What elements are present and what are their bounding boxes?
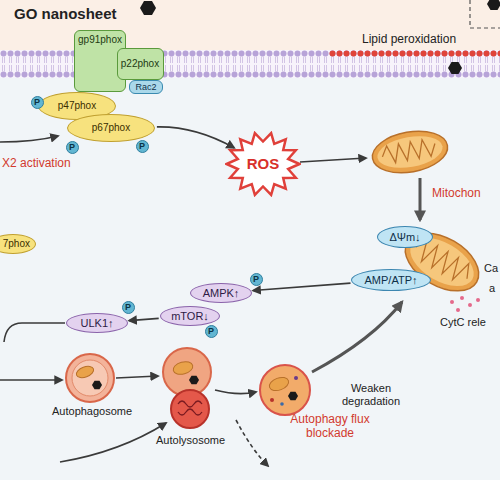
pathway-arrow — [157, 127, 234, 148]
pathway-arrow — [236, 420, 268, 466]
process-label: Lipid peroxidation — [360, 32, 458, 46]
background — [0, 78, 500, 480]
cytochrome-c-dots — [450, 300, 454, 304]
node-text: AMP/ATP↑ — [365, 274, 418, 287]
pathway-arrow — [4, 323, 65, 342]
node-text: P — [139, 141, 145, 151]
organelle-label: Mitochon — [432, 186, 481, 200]
go-nanosheet-icon — [448, 62, 462, 74]
protein-ellipse: 7phox — [0, 234, 36, 254]
cell-membrane — [329, 50, 500, 58]
blocked-autolysosome-icon — [294, 376, 298, 380]
autophagosome-icon — [66, 354, 114, 402]
node-text: Rac2 — [135, 82, 156, 92]
blocked-autolysosome-icon — [280, 402, 284, 406]
cytochrome-c-dots — [450, 296, 480, 312]
autolysosome-icon — [163, 348, 211, 428]
pathway-arrow — [215, 390, 256, 394]
pathway-arrow — [253, 283, 350, 290]
node-text: P — [34, 97, 40, 107]
blocked-autolysosome-icon — [288, 392, 298, 401]
phospho-marker: P — [250, 273, 263, 286]
node-text: P — [253, 274, 259, 284]
state-ellipse: ΔΨm↓ — [377, 226, 433, 248]
blocked-autolysosome-icon — [260, 365, 310, 415]
pathway-arrow — [300, 158, 366, 162]
protein-box: Rac2 — [129, 80, 163, 94]
node-text: p22phox — [121, 58, 159, 70]
autophagosome-icon — [72, 360, 108, 396]
structure-label: Autophagosome — [52, 405, 132, 418]
pathway-arrow — [129, 318, 159, 320]
thick-arrow — [312, 302, 402, 372]
autophagosome-icon — [75, 364, 95, 380]
go-nanosheet-icon — [140, 1, 156, 15]
process-label: Autophagy flux blockade — [288, 412, 372, 441]
membrane-subunit: p22phox — [117, 48, 164, 80]
autolysosome-icon — [178, 401, 202, 415]
node-text: P — [69, 142, 75, 152]
process-label: Weaken degradation — [338, 382, 404, 408]
pathway-arrow — [0, 136, 58, 142]
kinase-ellipse: ULK1↑ — [66, 313, 128, 333]
node-text: P — [208, 326, 214, 336]
phospho-marker: P — [66, 141, 79, 154]
node-text: gp91phox — [78, 34, 122, 46]
node-text: p67phox — [92, 122, 130, 134]
cytochrome-c-dots — [468, 303, 472, 307]
node-text: ΔΨm↓ — [389, 231, 420, 244]
thick-arrow — [312, 178, 420, 372]
phospho-marker: P — [122, 301, 135, 314]
autolysosome-icon — [163, 348, 211, 396]
phospho-marker: P — [205, 325, 218, 338]
kinase-ellipse: mTOR↓ — [160, 306, 220, 326]
autolysosome-icon — [189, 376, 199, 385]
title-label: GO nanosheet — [14, 5, 117, 23]
kinase-ellipse: AMPK↑ — [190, 283, 252, 303]
cytochrome-c-dots — [456, 308, 460, 312]
autolysosome-icon — [172, 360, 194, 377]
process-label: CytC rele — [440, 316, 486, 329]
structure-label: Autolysosome — [156, 434, 225, 447]
cytochrome-c-dots — [460, 296, 464, 300]
protein-ellipse: p67phox — [67, 114, 155, 142]
starburst-outline — [227, 133, 300, 195]
node-text: p47phox — [58, 100, 96, 112]
node-text: P — [125, 302, 131, 312]
mitochondrion — [369, 126, 451, 179]
node-text: AMPK↑ — [203, 287, 240, 300]
cut-label: a — [489, 282, 495, 295]
node-text: ROS — [247, 155, 280, 172]
mitochondrion — [375, 131, 445, 172]
ros-starburst: ROS — [225, 131, 301, 197]
blocked-autolysosome-icon — [268, 375, 291, 393]
process-label: X2 activation — [2, 156, 71, 170]
node-text: mTOR↓ — [171, 310, 209, 323]
blocked-autolysosome-icon — [260, 365, 310, 415]
blocked-autolysosome-icon — [270, 398, 274, 402]
autophagosome-icon — [66, 354, 114, 402]
cut-label: Ca — [484, 262, 498, 275]
mitochondrion — [369, 126, 451, 179]
node-text: ULK1↑ — [80, 317, 113, 330]
pathway-arrow — [60, 423, 166, 462]
pathway-arrow — [0, 379, 62, 381]
phospho-marker: P — [136, 140, 149, 153]
autolysosome-icon — [171, 390, 209, 428]
node-text: 7phox — [3, 238, 30, 250]
cytochrome-c-dots — [476, 298, 480, 302]
phospho-marker: P — [31, 96, 44, 109]
mitochondrion — [381, 138, 437, 165]
go-nanosheet-icon — [140, 0, 500, 74]
pathway-arrow — [116, 376, 158, 378]
autophagosome-icon — [92, 381, 102, 390]
state-ellipse: AMP/ATP↑ — [351, 269, 431, 291]
go-nanosheet-icon — [487, 0, 500, 10]
thick-arrow — [419, 178, 422, 220]
